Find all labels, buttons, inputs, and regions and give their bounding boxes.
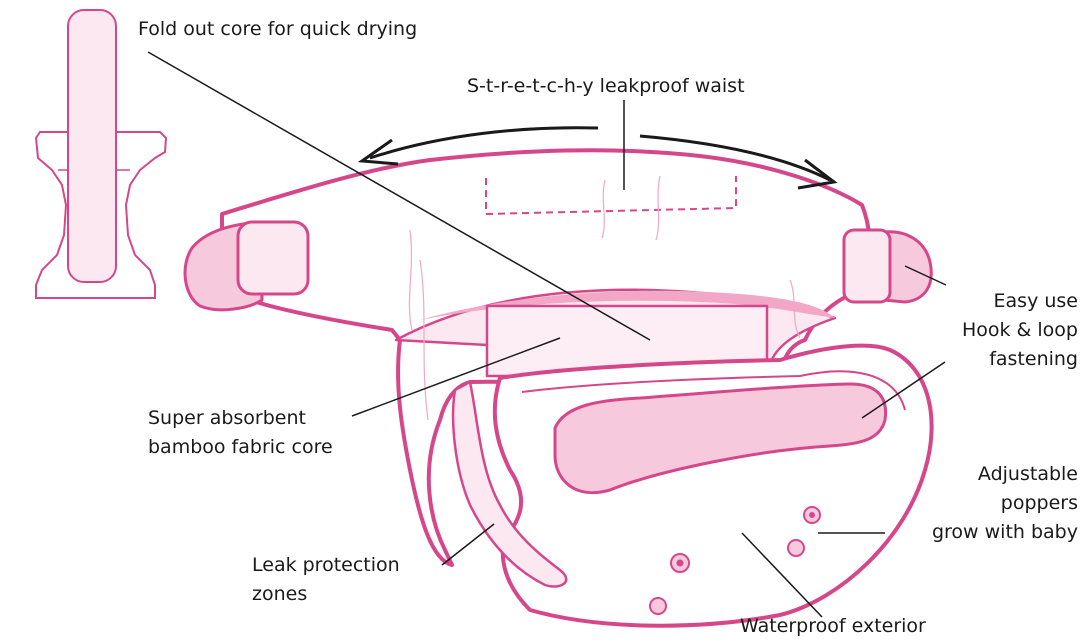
label-stretchy-waist-text: S-t-r-e-t-c-h-y leakproof waist bbox=[467, 75, 745, 97]
label-poppers-line-3: grow with baby bbox=[931, 521, 1078, 543]
label-fastening-line-1: Easy use bbox=[993, 290, 1078, 312]
gather-line-1 bbox=[408, 229, 413, 331]
adjustable-poppers bbox=[649, 506, 821, 615]
stretch-arrow-left bbox=[369, 126, 599, 160]
label-fastening-line-3: fastening bbox=[989, 348, 1078, 370]
stretch-arrows bbox=[357, 126, 838, 190]
label-waterproof-text: Waterproof exterior bbox=[740, 615, 926, 637]
label-poppers-line-1: Adjustable bbox=[977, 463, 1078, 485]
gather-line-3 bbox=[601, 179, 606, 239]
label-poppers-line-2: poppers bbox=[1000, 492, 1078, 514]
popper-1-center bbox=[809, 512, 815, 518]
popper-2 bbox=[787, 539, 805, 557]
label-leak-zones-line-2: zones bbox=[252, 583, 308, 605]
popper-3-center bbox=[676, 559, 684, 567]
main-diaper bbox=[183, 148, 934, 628]
label-bamboo-core-line-1: Super absorbent bbox=[148, 407, 306, 429]
label-waterproof: Waterproof exterior bbox=[740, 612, 926, 641]
label-fold-out-core-text: Fold out core for quick drying bbox=[138, 18, 418, 40]
leader-fold-out-core bbox=[147, 51, 651, 341]
label-stretchy-waist: S-t-r-e-t-c-h-y leakproof waist bbox=[467, 72, 745, 101]
label-bamboo-core: Super absorbent bamboo fabric core bbox=[148, 404, 333, 462]
waist-stitch-panel bbox=[485, 176, 737, 215]
front-flap-inner-edge bbox=[521, 370, 906, 411]
leader-fastening bbox=[904, 265, 947, 286]
left-hook-pad bbox=[236, 220, 310, 296]
right-loop-pad bbox=[842, 228, 892, 304]
elastic-gathers bbox=[408, 175, 801, 421]
stretch-arrow-right bbox=[639, 134, 831, 182]
label-fastening: Easy use Hook & loop fastening bbox=[962, 287, 1078, 374]
fold-out-core-pad bbox=[67, 9, 117, 283]
label-fold-out-core: Fold out core for quick drying bbox=[138, 15, 417, 44]
label-fastening-line-2: Hook & loop bbox=[961, 319, 1078, 341]
hook-loop-fastening-strip bbox=[553, 382, 888, 495]
gather-line-2 bbox=[419, 259, 429, 421]
unfolded-core-illustration bbox=[34, 9, 168, 299]
leader-lines bbox=[147, 51, 947, 618]
stretch-arrow-right-head bbox=[797, 158, 838, 190]
popper-4 bbox=[649, 597, 667, 615]
core-top-edge-strong bbox=[420, 290, 835, 320]
leader-fastening-strip bbox=[861, 361, 946, 419]
leader-waterproof bbox=[741, 532, 823, 618]
gather-line-4 bbox=[655, 175, 661, 241]
gather-line-5 bbox=[789, 279, 801, 339]
label-poppers: Adjustable poppers grow with baby bbox=[932, 460, 1078, 547]
leader-leak-zones bbox=[441, 523, 495, 566]
label-leak-zones-line-1: Leak protection bbox=[252, 554, 400, 576]
label-bamboo-core-line-2: bamboo fabric core bbox=[148, 436, 333, 458]
leader-bamboo-core bbox=[351, 337, 561, 417]
leak-protection-cuff bbox=[451, 380, 568, 588]
label-leak-zones: Leak protection zones bbox=[252, 551, 400, 609]
stretch-arrow-left-head bbox=[357, 138, 399, 166]
